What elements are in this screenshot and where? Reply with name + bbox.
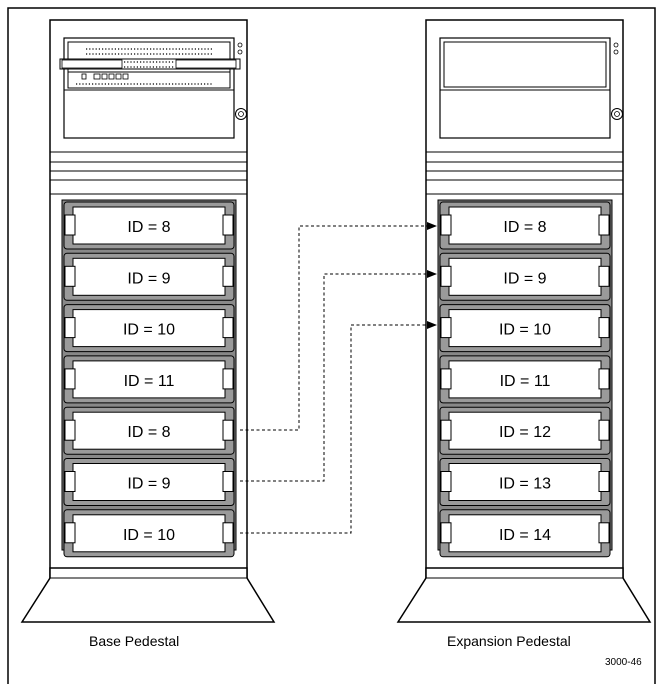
expansion-bay-latch-left <box>440 317 452 339</box>
expansion-pedestal-foot <box>396 567 652 623</box>
figure-number: 3000-46 <box>605 657 642 668</box>
base-indicator-light-2 <box>237 49 243 55</box>
expansion-bay-latch-left <box>440 368 452 390</box>
base-drive-slot-left <box>61 59 123 69</box>
expansion-bay-latch-right <box>598 214 610 236</box>
base-bay-latch-right <box>222 522 234 544</box>
base-bay-latch-right <box>222 419 234 441</box>
base-bay-latch-right <box>222 368 234 390</box>
expansion-indicator-light-1 <box>613 42 619 48</box>
expansion-pedestal: ID = 8 ID = 9 ID = 10 ID = 11 ID = 12 ID = 13… <box>396 19 652 623</box>
base-bay-id-label: ID = 9 <box>127 476 170 493</box>
base-bay-latch-left <box>64 522 76 544</box>
figure-frame <box>7 7 656 684</box>
base-drive-bay: ID = 8 <box>63 201 235 250</box>
base-bay-id-label: ID = 9 <box>127 270 170 287</box>
base-vent-grille <box>50 151 247 195</box>
base-bay-id-label: ID = 11 <box>124 373 175 390</box>
base-bay-latch-left <box>64 265 76 287</box>
expansion-key-lock-core <box>614 111 620 117</box>
expansion-drive-bay: ID = 14 <box>439 509 611 558</box>
connection-id9 <box>240 270 437 482</box>
base-bay-id-label: ID = 8 <box>127 424 170 441</box>
base-drive-bay: ID = 9 <box>63 458 235 506</box>
base-bay-latch-right <box>222 471 234 492</box>
scsi-id-connections <box>240 222 437 534</box>
expansion-drive-bay: ID = 8 <box>439 201 611 250</box>
expansion-bay-id-label: ID = 9 <box>503 270 546 287</box>
expansion-drive-bay: ID = 10 <box>439 304 611 353</box>
base-bay-latch-right <box>222 265 234 287</box>
expansion-bay-id-label: ID = 10 <box>499 322 551 339</box>
expansion-indicator-light-2 <box>613 49 619 55</box>
base-indicator-light-1 <box>237 42 243 48</box>
base-drive-bay: ID = 9 <box>63 252 235 301</box>
base-bay-latch-right <box>222 214 234 236</box>
expansion-vent-grille <box>426 151 623 195</box>
base-drive-bay: ID = 10 <box>63 304 235 353</box>
expansion-drive-bay: ID = 13 <box>439 458 611 506</box>
connection-id10 <box>240 321 437 534</box>
base-bay-latch-left <box>64 419 76 441</box>
connection-id8 <box>240 222 437 431</box>
base-bay-latch-left <box>64 317 76 339</box>
expansion-pedestal-label: Expansion Pedestal <box>447 633 571 649</box>
base-drive-slot-right <box>175 59 237 69</box>
expansion-bay-latch-left <box>440 522 452 544</box>
expansion-bay-latch-left <box>440 471 452 492</box>
base-drive-bay: ID = 10 <box>63 509 235 558</box>
expansion-bay-id-label: ID = 11 <box>500 373 551 390</box>
base-key-lock-core <box>238 111 244 117</box>
base-cabinet-outline <box>49 19 248 598</box>
expansion-bay-latch-right <box>598 471 610 492</box>
base-drive-bar <box>59 58 241 70</box>
expansion-bay-id-label: ID = 12 <box>499 424 551 441</box>
base-key-lock-icon <box>235 108 247 120</box>
expansion-bay-latch-right <box>598 317 610 339</box>
base-bay-latch-left <box>64 471 76 492</box>
base-pedestal-foot <box>20 567 276 623</box>
expansion-bay-latch-left <box>440 265 452 287</box>
expansion-blank-bay-1 <box>443 41 607 88</box>
expansion-bay-latch-left <box>440 214 452 236</box>
expansion-bay-latch-right <box>598 522 610 544</box>
base-bay-id-label: ID = 10 <box>123 527 175 544</box>
expansion-bay-latch-left <box>440 419 452 441</box>
base-bay-latch-left <box>64 214 76 236</box>
base-bay-id-label: ID = 8 <box>127 219 170 236</box>
base-pedestal-label: Base Pedestal <box>89 633 180 649</box>
base-floppy-drive <box>67 71 231 89</box>
expansion-key-lock-icon <box>611 108 623 120</box>
base-drive-perforation-2 <box>124 61 174 68</box>
expansion-bay-id-label: ID = 13 <box>499 476 551 493</box>
expansion-bay-latch-right <box>598 419 610 441</box>
base-bay-latch-right <box>222 317 234 339</box>
expansion-bay-latch-right <box>598 265 610 287</box>
expansion-drive-bay: ID = 9 <box>439 252 611 301</box>
expansion-drive-bay: ID = 11 <box>439 355 611 404</box>
expansion-bay-id-label: ID = 14 <box>499 527 551 544</box>
expansion-bay-id-label: ID = 8 <box>503 219 546 236</box>
base-bay-id-label: ID = 10 <box>123 322 175 339</box>
base-drive-bay: ID = 8 <box>63 406 235 455</box>
base-floppy-buttons <box>81 73 129 80</box>
expansion-cabinet-outline <box>425 19 624 598</box>
base-drive-bay: ID = 11 <box>63 355 235 404</box>
expansion-drive-bay: ID = 12 <box>439 406 611 455</box>
base-bay-latch-left <box>64 368 76 390</box>
expansion-bay-latch-right <box>598 368 610 390</box>
base-pedestal: ID = 8 ID = 9 ID = 10 ID = 11 ID = 8 ID = 9 ID… <box>20 19 276 623</box>
